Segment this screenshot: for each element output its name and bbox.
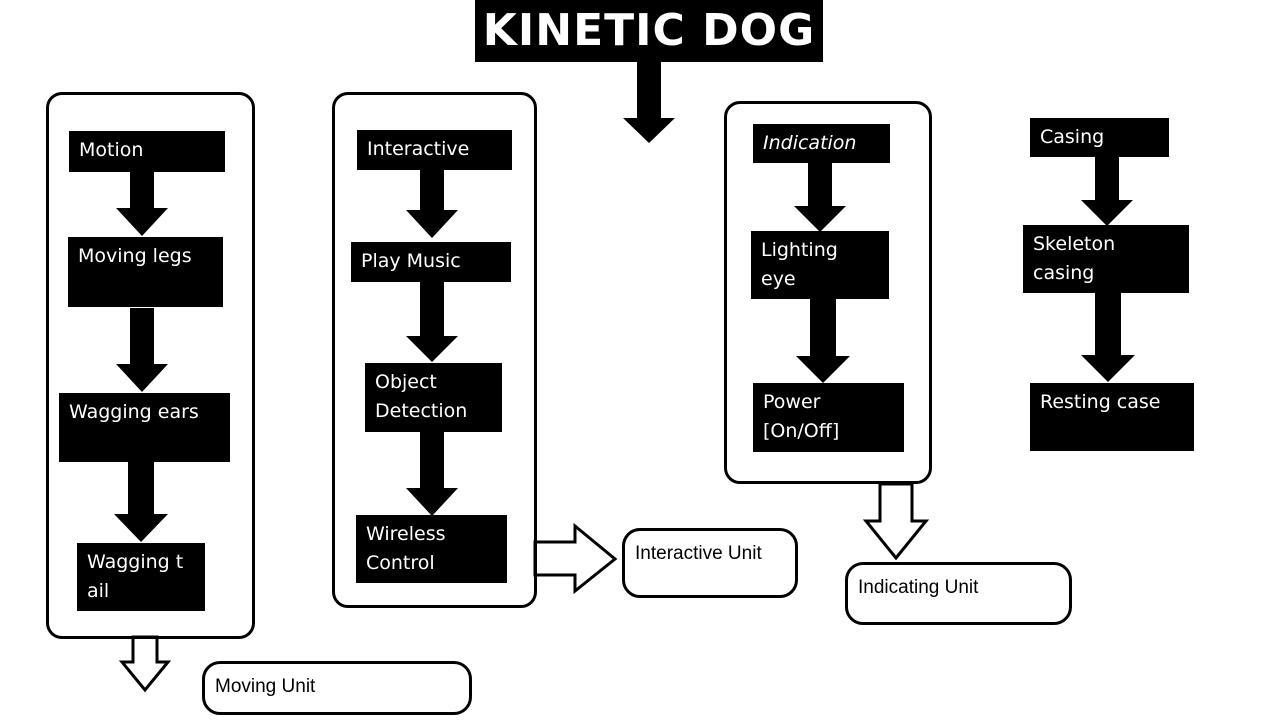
wagging-tail-block: Wagging t ail	[77, 543, 205, 611]
ears-to-tail-arrow	[114, 462, 168, 542]
motion-to-legs-arrow	[116, 172, 168, 236]
casing-to-skeleton-arrow	[1081, 157, 1133, 226]
skeleton-to-resting-arrow	[1081, 293, 1135, 382]
interactive-unit-output-arrow	[533, 522, 618, 595]
interactive-unit-box: Interactive Unit	[622, 528, 798, 598]
interactive-block: Interactive	[357, 130, 512, 170]
legs-to-ears-arrow	[116, 308, 168, 392]
moving-legs-block: Moving legs	[68, 237, 223, 307]
music-to-detection-arrow	[406, 282, 458, 362]
indication-block: Indication	[753, 124, 890, 163]
wagging-ears-block: Wagging ears	[59, 393, 230, 462]
moving-unit-box: Moving Unit	[202, 661, 472, 715]
indication-to-lighting-arrow	[794, 163, 846, 232]
motion-block: Motion	[69, 131, 225, 172]
detection-to-wireless-arrow	[406, 432, 458, 516]
skeleton-casing-block: Skeleton casing	[1023, 225, 1189, 293]
lighting-to-power-arrow	[796, 298, 850, 383]
wireless-control-block: Wireless Control	[356, 515, 507, 583]
lighting-eye-block: Lighting eye	[751, 231, 889, 299]
interactive-column-frame	[332, 92, 537, 608]
power-on-off-block: Power [On/Off]	[753, 383, 904, 452]
object-detection-block: Object Detection	[365, 363, 502, 432]
moving-column-frame	[46, 92, 255, 639]
resting-case-block: Resting case	[1030, 383, 1194, 451]
moving-unit-output-arrow	[118, 635, 172, 693]
play-music-block: Play Music	[351, 242, 511, 282]
casing-block: Casing	[1030, 118, 1169, 157]
indicating-unit-box: Indicating Unit	[845, 562, 1072, 625]
indication-column-frame	[724, 101, 932, 484]
title-down-arrow	[623, 62, 675, 143]
interactive-to-music-arrow	[406, 170, 458, 238]
diagram-title: KINETIC DOG	[475, 0, 823, 62]
indicating-unit-output-arrow	[862, 482, 930, 561]
